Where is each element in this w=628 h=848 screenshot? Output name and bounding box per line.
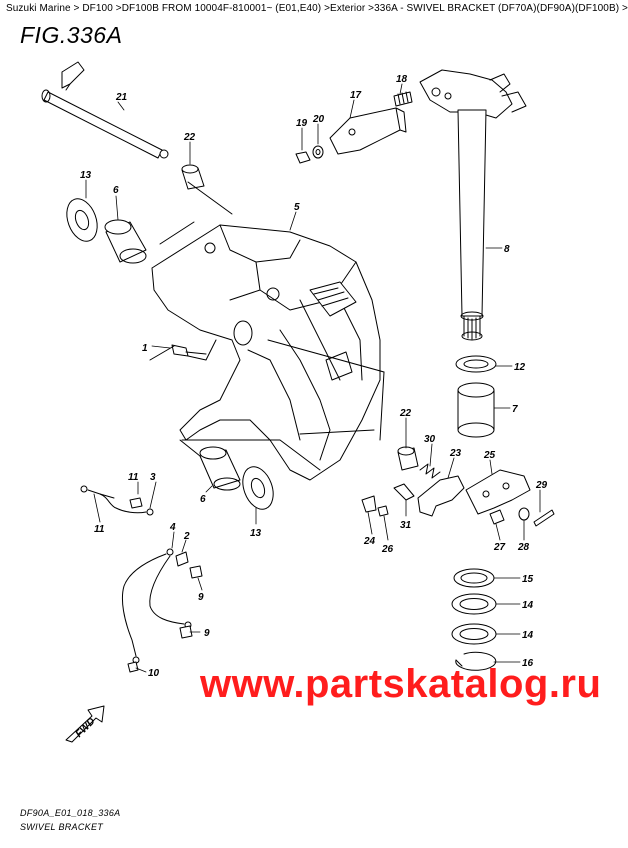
label-16: 16 (522, 658, 534, 669)
part-24-bracket[interactable] (361, 495, 377, 513)
label-28: 28 (517, 542, 530, 553)
part-6-bushing-top[interactable] (104, 219, 147, 264)
figure-title: FIG.336A (20, 22, 123, 48)
label-12: 12 (514, 362, 526, 373)
part-20-washer[interactable] (312, 145, 324, 159)
part-27-nut[interactable] (489, 509, 505, 525)
label-20: 20 (312, 114, 325, 125)
label-24: 24 (363, 536, 376, 547)
part-23-lever[interactable] (417, 475, 465, 517)
label-30: 30 (424, 434, 436, 445)
label-6a: 6 (113, 185, 119, 196)
part-10-nut[interactable] (127, 661, 139, 673)
label-31: 31 (400, 520, 412, 531)
part-14-washer-a[interactable] (451, 593, 497, 615)
fwd-arrow-icon (65, 705, 105, 743)
label-9a: 9 (198, 592, 204, 603)
part-18-bolt[interactable] (393, 91, 413, 107)
assembly-lines (149, 181, 385, 457)
part-8-steering-shaft[interactable] (419, 69, 527, 341)
part-13-washer-lower[interactable] (237, 463, 278, 514)
label-1: 1 (142, 343, 148, 354)
label-8: 8 (504, 244, 510, 255)
part-12-washer[interactable] (455, 355, 497, 373)
part-14-washer-b[interactable] (451, 623, 497, 645)
label-29: 29 (535, 480, 548, 491)
label-7: 7 (512, 404, 518, 415)
part-number-labels: 21 22 13 6 5 1 17 18 19 20 8 12 7 22 30 … (74, 74, 548, 740)
label-13b: 13 (250, 528, 262, 539)
part-16-snap-ring[interactable] (455, 651, 497, 671)
part-4-ground-wire[interactable] (121, 548, 192, 664)
part-9-screw-upper[interactable] (189, 565, 203, 579)
part-7-bushing[interactable] (457, 382, 495, 438)
part-21-shaft[interactable] (41, 61, 169, 159)
part-13-washer-top[interactable] (61, 195, 102, 246)
label-6b: 6 (200, 494, 206, 505)
label-3: 3 (150, 472, 156, 483)
label-19: 19 (296, 118, 308, 129)
label-27: 27 (493, 542, 506, 553)
label-13a: 13 (80, 170, 92, 181)
part-22-bushing-lower[interactable] (397, 446, 419, 471)
part-26-bolt[interactable] (377, 505, 389, 517)
part-3-screw[interactable] (129, 497, 143, 509)
watermark-link[interactable]: www.partskatalog.ru (200, 662, 602, 706)
label-9b: 9 (204, 628, 210, 639)
label-17: 17 (350, 90, 362, 101)
part-29-pin[interactable] (533, 509, 555, 527)
part-6-bushing-lower[interactable] (199, 446, 241, 491)
part-17-plate[interactable] (329, 107, 407, 155)
label-4: 4 (169, 522, 176, 533)
diagram-code: DF90A_E01_018_336A (20, 808, 121, 818)
part-2-clamp[interactable] (175, 551, 189, 567)
label-15: 15 (522, 574, 534, 585)
label-11a: 11 (128, 472, 139, 483)
leader-lines (85, 83, 541, 673)
breadcrumb[interactable]: Suzuki Marine > DF100 >DF100B FROM 10004… (6, 3, 628, 14)
part-19-nut[interactable] (295, 151, 311, 164)
label-23: 23 (449, 448, 462, 459)
label-18: 18 (396, 74, 408, 85)
parts-diagram: 21 22 13 6 5 1 17 18 19 20 8 12 7 22 30 … (41, 61, 555, 743)
label-21: 21 (115, 92, 128, 103)
part-11-ground-wire[interactable] (80, 485, 154, 516)
label-11b: 11 (94, 524, 105, 535)
part-15-washer[interactable] (453, 568, 495, 588)
label-2: 2 (183, 531, 190, 542)
label-14a: 14 (522, 600, 534, 611)
label-25: 25 (483, 450, 496, 461)
part-9-screw-lower[interactable] (179, 625, 193, 639)
label-22a: 22 (183, 132, 196, 143)
diagram-caption: SWIVEL BRACKET (20, 822, 104, 832)
part-30-spring[interactable] (419, 463, 441, 479)
label-26: 26 (381, 544, 394, 555)
part-22-bushing[interactable] (181, 164, 205, 190)
part-1-bolt[interactable] (171, 344, 207, 357)
part-31-clip[interactable] (393, 483, 415, 501)
part-5-swivel-bracket[interactable] (151, 224, 381, 481)
label-10: 10 (148, 668, 160, 679)
label-22b: 22 (399, 408, 412, 419)
label-14b: 14 (522, 630, 534, 641)
label-5: 5 (294, 202, 300, 213)
part-25-tilt-lever[interactable] (465, 469, 531, 515)
part-28-washer[interactable] (518, 507, 530, 521)
